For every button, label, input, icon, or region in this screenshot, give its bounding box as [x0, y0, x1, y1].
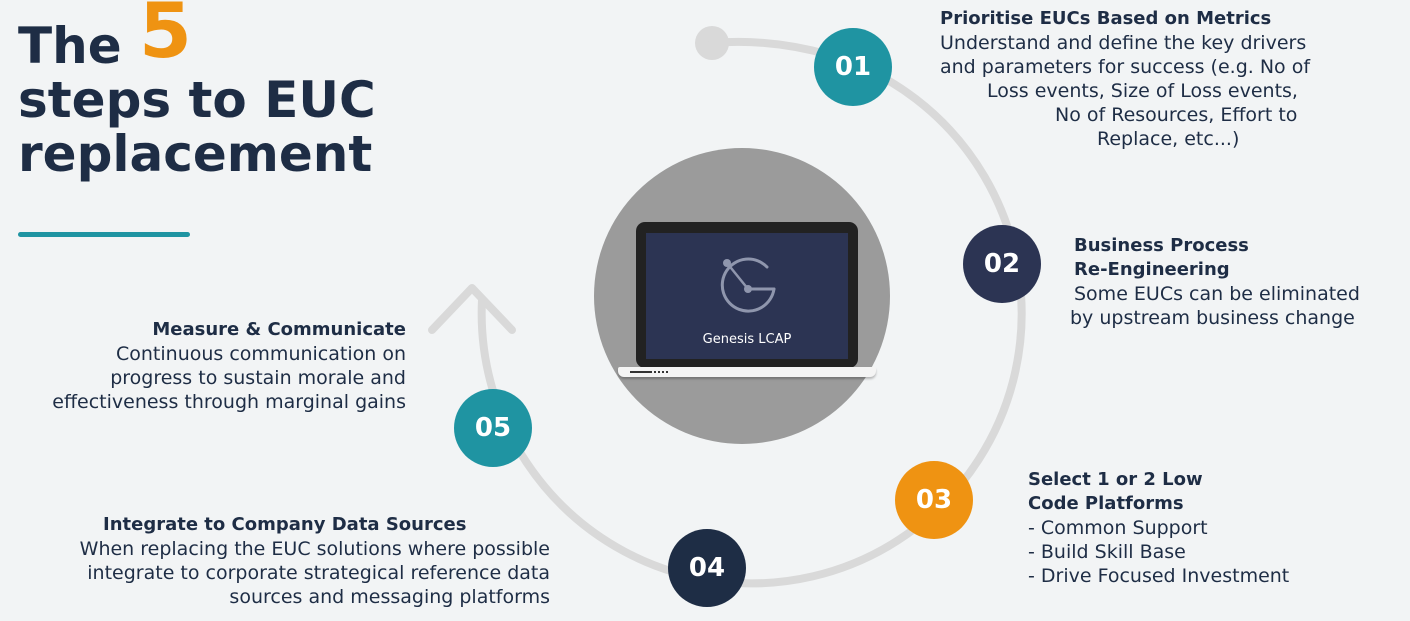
laptop-dots: [654, 371, 668, 373]
title-line-2: steps to EUC: [18, 71, 376, 129]
hub-label: Genesis LCAP: [702, 332, 792, 347]
step-01-line-3: Loss events, Size of Loss events,: [987, 80, 1298, 102]
step-03-text: Select 1 or 2 Low Code Platforms - Commo…: [1028, 468, 1358, 588]
step-badge-03: 03: [895, 461, 973, 539]
title-line-3: replacement: [18, 125, 373, 183]
step-01-line-1: Understand and define the key drivers: [940, 32, 1307, 54]
step-05-heading: Measure & Communicate: [152, 319, 406, 340]
step-04-text: Integrate to Company Data Sources When r…: [10, 513, 550, 609]
step-05-text: Measure & Communicate Continuous communi…: [4, 318, 406, 414]
step-01-text: Prioritise EUCs Based on Metrics Underst…: [935, 7, 1335, 151]
step-02-line-1: Some EUCs can be eliminated: [1074, 283, 1360, 305]
step-03-heading-line-1: Select 1 or 2 Low: [1028, 469, 1203, 490]
step-02-text: Business Process Re-Engineering Some EUC…: [1070, 234, 1400, 330]
step-01-line-2: and parameters for success (e.g. No of: [940, 56, 1311, 78]
laptop-screen: [646, 233, 848, 359]
step-badge-01: 01: [814, 28, 892, 106]
genesis-g-logo-icon: [720, 257, 776, 313]
step-04-line-1: When replacing the EUC solutions where p…: [79, 538, 550, 560]
step-03-line-3: - Drive Focused Investment: [1028, 565, 1290, 587]
title-number: 5: [139, 0, 192, 75]
step-02-line-2: by upstream business change: [1070, 307, 1355, 329]
title-underline: [18, 232, 190, 237]
laptop-base: [618, 367, 876, 377]
step-badge-05: 05: [454, 389, 532, 467]
step-05-line-2: progress to sustain morale and: [110, 367, 406, 389]
step-05-line-3: effectiveness through marginal gains: [52, 391, 406, 413]
step-04-line-2: integrate to corporate strategical refer…: [87, 562, 550, 584]
laptop-slot: [630, 371, 652, 373]
step-01-line-5: Replace, etc...): [1097, 128, 1240, 150]
step-02-heading-line-2: Re-Engineering: [1074, 259, 1230, 280]
step-01-line-4: No of Resources, Effort to: [1055, 104, 1298, 126]
step-03-heading-line-2: Code Platforms: [1028, 493, 1184, 514]
step-03-line-2: - Build Skill Base: [1028, 541, 1186, 563]
step-02-heading-line-1: Business Process: [1074, 235, 1249, 256]
title-prefix: The: [18, 17, 140, 75]
step-05-line-1: Continuous communication on: [116, 343, 406, 365]
step-04-line-3: sources and messaging platforms: [229, 586, 550, 608]
page-title: The 5 steps to EUC replacement: [18, 0, 378, 183]
step-04-heading: Integrate to Company Data Sources: [103, 514, 467, 535]
ring-arrowhead: [428, 284, 516, 334]
step-badge-02: 02: [963, 225, 1041, 303]
step-03-line-1: - Common Support: [1028, 517, 1208, 539]
step-badge-04: 04: [668, 529, 746, 607]
step-01-heading: Prioritise EUCs Based on Metrics: [940, 8, 1272, 29]
